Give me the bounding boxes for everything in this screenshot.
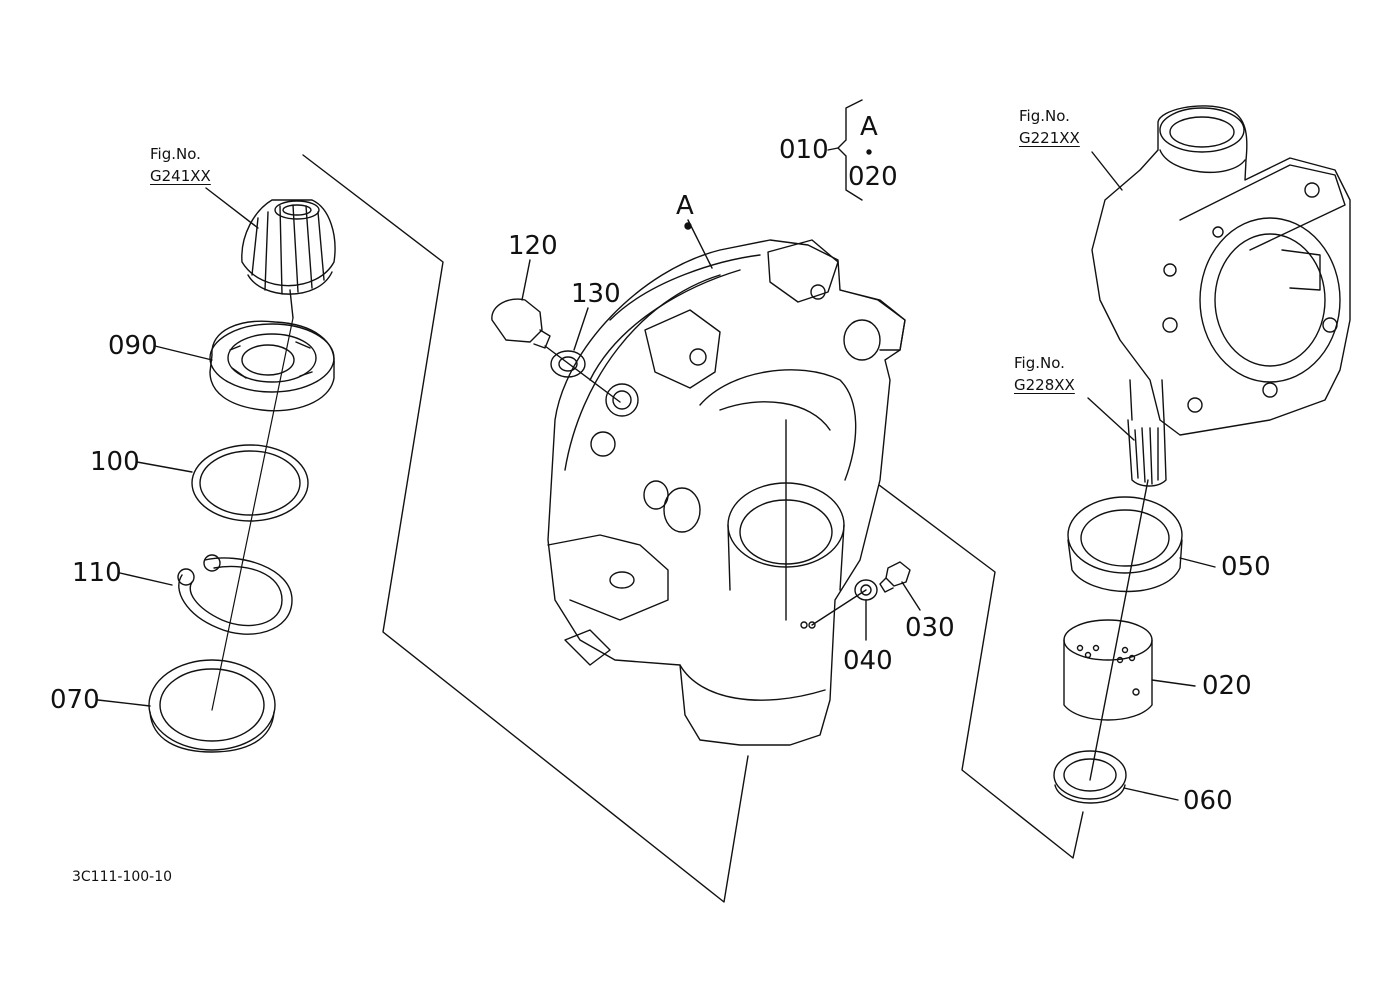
pump-shaft-part	[1127, 379, 1167, 487]
leader-lines	[97, 151, 1216, 801]
fig-ref-number: G228XX	[1014, 375, 1075, 394]
callout-020-group: 020	[848, 162, 898, 192]
fig-ref-title: Fig.No.	[1019, 107, 1070, 125]
callout-070: 070	[50, 685, 100, 715]
callout-a-group: A	[860, 112, 878, 142]
callout-060: 060	[1183, 786, 1233, 816]
callout-020: 020	[1202, 671, 1252, 701]
callout-100: 100	[90, 447, 140, 477]
group-bracket-010	[827, 99, 872, 201]
callout-040: 040	[843, 646, 893, 676]
right-axis-line	[1089, 479, 1149, 781]
callout-130: 130	[571, 279, 621, 309]
shim-ring-part	[191, 444, 309, 522]
seal-part	[1053, 750, 1127, 804]
ball-bearing-part	[209, 320, 335, 412]
left-axis-line	[211, 317, 294, 711]
snap-ring-part	[177, 554, 293, 635]
fig-ref-g221: Fig.No. G221XX	[1019, 106, 1080, 150]
bushing-ring-part	[1067, 496, 1183, 593]
fig-ref-title: Fig.No.	[1014, 354, 1065, 372]
callout-010: 010	[779, 135, 829, 165]
pump-body-part	[1091, 105, 1351, 436]
callout-a-housing: A	[676, 191, 694, 221]
callout-050: 050	[1221, 552, 1271, 582]
callout-090: 090	[108, 331, 158, 361]
fig-ref-g241: Fig.No. G241XX	[150, 144, 211, 188]
fig-ref-number: G241XX	[150, 166, 211, 185]
fig-ref-number: G221XX	[1019, 128, 1080, 147]
drawing-code: 3C111-100-10	[72, 869, 173, 885]
washer-part	[550, 350, 586, 378]
oil-seal-part	[148, 659, 276, 753]
bushing-part	[1063, 619, 1153, 721]
callout-110: 110	[72, 558, 122, 588]
callout-120: 120	[508, 231, 558, 261]
housing-case-part	[547, 239, 906, 746]
plug-axis-line	[544, 345, 621, 403]
callout-030: 030	[905, 613, 955, 643]
plug-part	[491, 298, 551, 349]
fig-ref-title: Fig.No.	[150, 145, 201, 163]
assembly-frame-lines	[302, 154, 1084, 903]
pinion-gear-part	[241, 199, 336, 319]
fig-ref-g228: Fig.No. G228XX	[1014, 353, 1075, 397]
bolt-and-washer-parts	[811, 561, 911, 626]
